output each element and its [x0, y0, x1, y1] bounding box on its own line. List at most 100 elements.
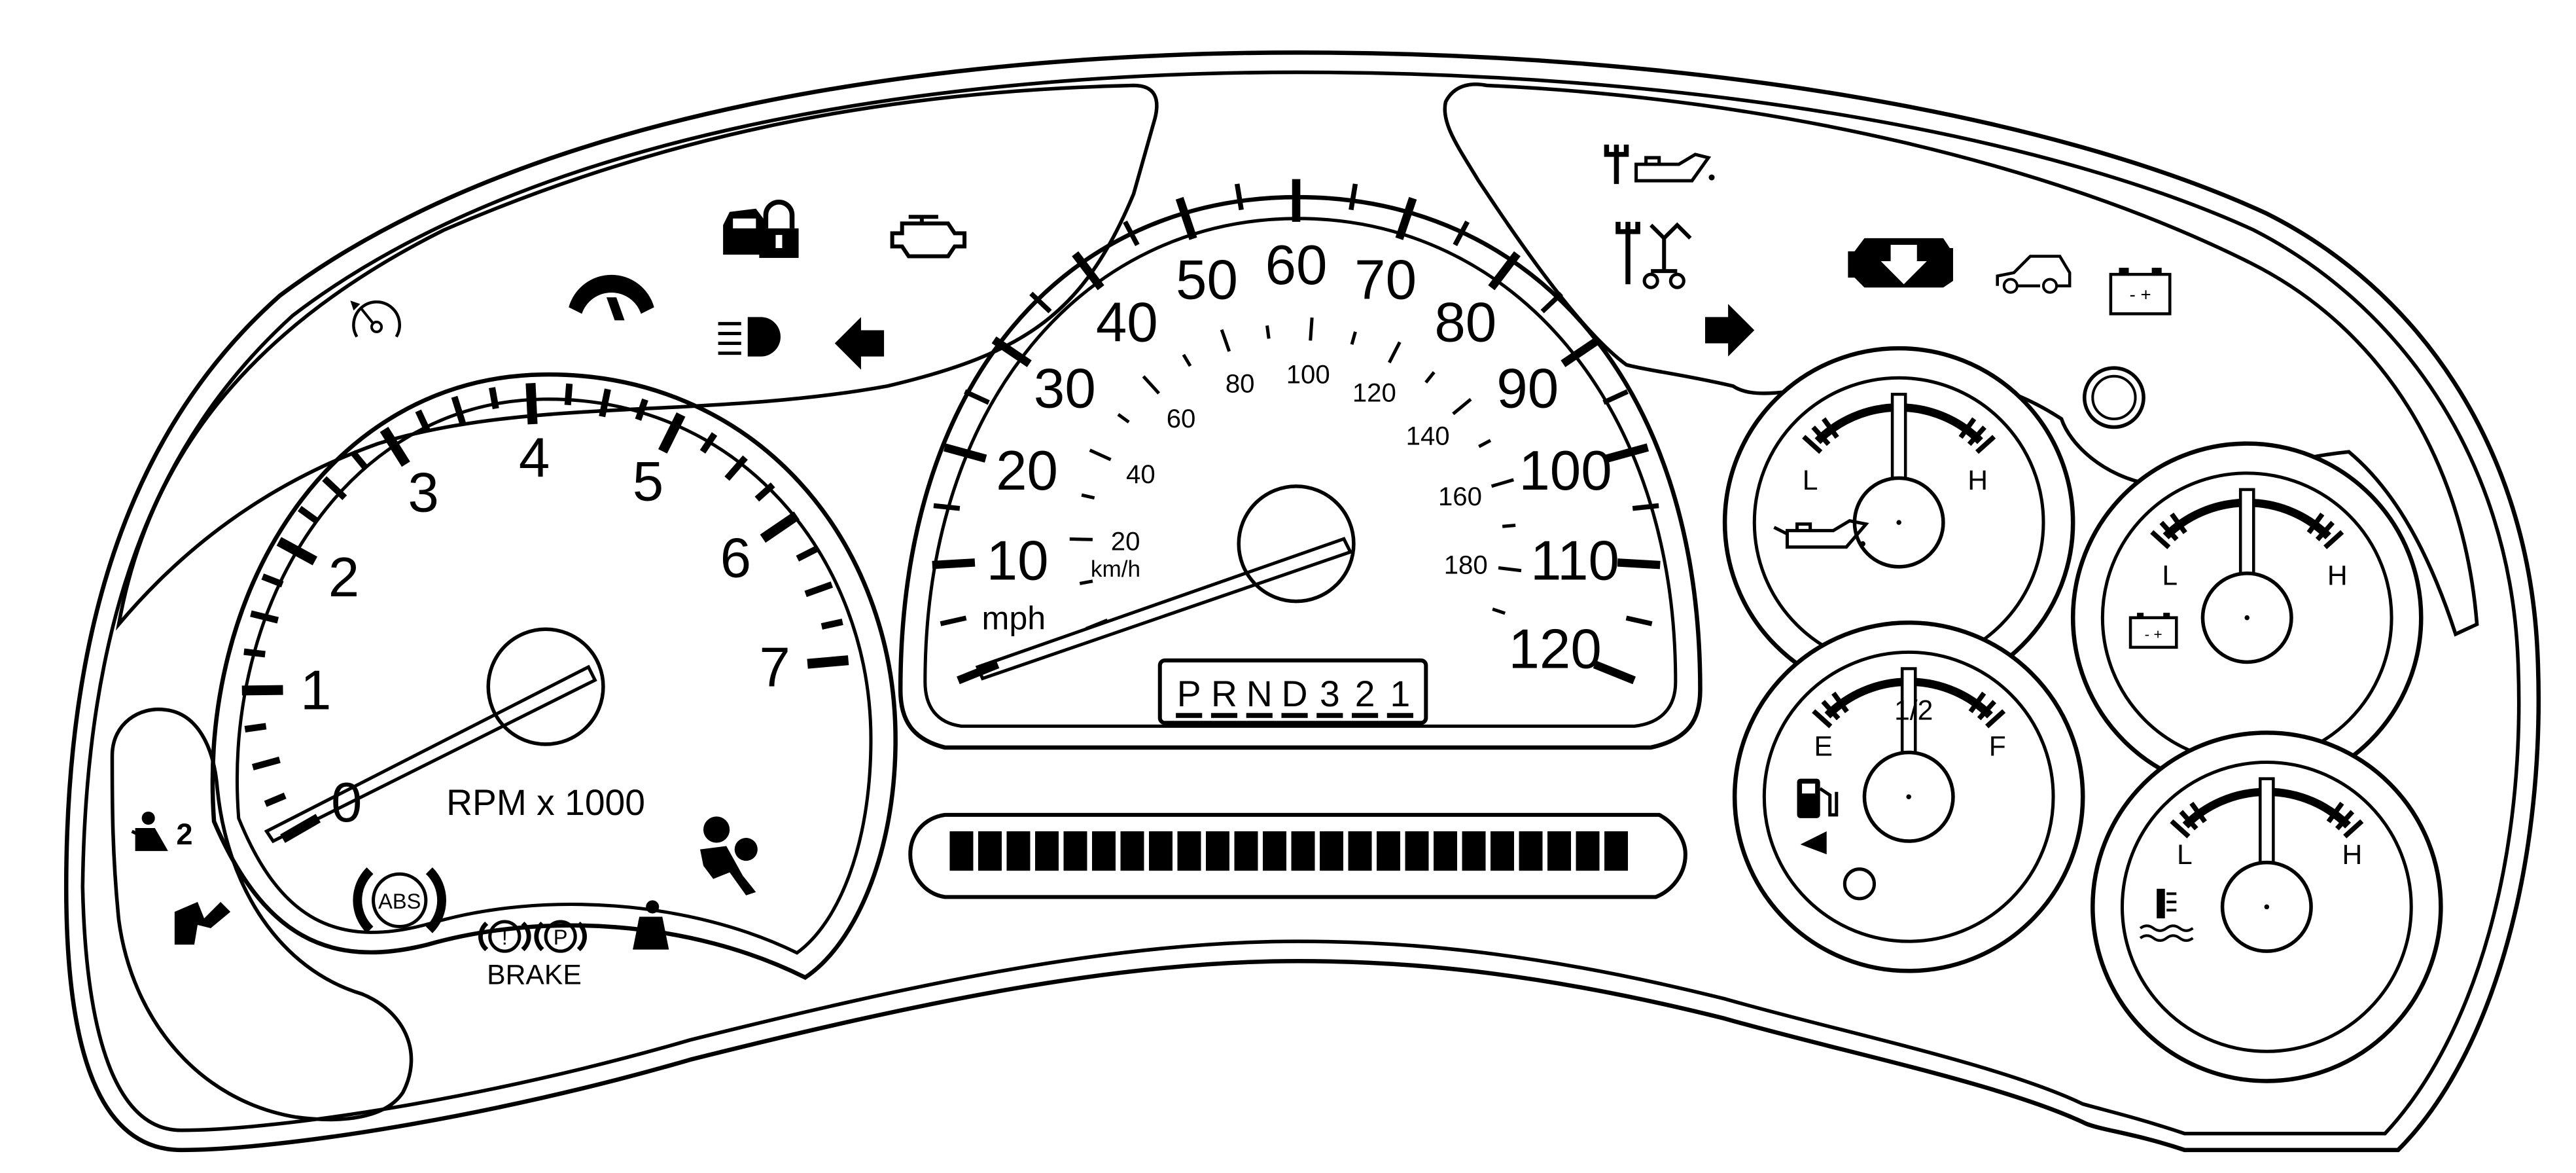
- tach-tick: [635, 398, 648, 421]
- fuel-empty-label: E: [1814, 731, 1832, 763]
- fuel-gauge-zone-tick: [1985, 709, 2006, 729]
- odometer-segment: [1576, 831, 1600, 871]
- voltage-gauge-zone-tick: [2159, 520, 2179, 541]
- fuel-gauge-zone-tick: [1821, 700, 1841, 721]
- kmh-tick: [1117, 413, 1130, 424]
- kmh-tick: [1309, 317, 1314, 341]
- door-ajar-icon: [174, 901, 231, 945]
- tach-tick: [415, 409, 431, 432]
- odometer-segment: [1263, 831, 1286, 871]
- mph-tick: [1593, 660, 1636, 685]
- odometer-segment: [1462, 831, 1486, 871]
- mph-tick: [1625, 615, 1653, 626]
- odometer-segment: [1491, 831, 1515, 871]
- tach-hub: [486, 627, 605, 746]
- tach-tick: [699, 432, 718, 454]
- kmh-tick: [1350, 331, 1357, 345]
- kmh-tick: [1265, 325, 1271, 339]
- temp-gauge-zone-tick: [2179, 810, 2198, 831]
- tach-tick: [244, 723, 267, 732]
- engine-hot-icon: [1848, 238, 1953, 288]
- temp-high-label: H: [2342, 839, 2362, 871]
- cluster-outline: [63, 50, 2541, 1153]
- odometer-segment: [1348, 831, 1372, 871]
- tach-tick: [489, 387, 499, 410]
- tach-tick: [754, 482, 775, 502]
- tach-tick: [760, 511, 800, 543]
- tach-tick: [564, 383, 573, 406]
- oil-gauge: [1722, 346, 2075, 699]
- mph-ticks: [932, 179, 1661, 685]
- tach-tick: [297, 505, 319, 524]
- lower-left-telltale-pod: [110, 707, 414, 1122]
- tach-tick: [322, 476, 347, 501]
- tach-tick: [804, 581, 834, 598]
- kmh-tick: [1182, 353, 1192, 367]
- mph-tick: [1123, 221, 1140, 247]
- tach-tick: [276, 537, 318, 566]
- oil-gauge-zone-tick: [1967, 425, 1986, 446]
- mph-tick: [932, 558, 976, 569]
- mph-tick: [1234, 183, 1244, 211]
- kmh-number: 180: [1444, 550, 1488, 580]
- speedo-hub: [1237, 484, 1356, 604]
- kmh-tick: [1081, 493, 1095, 500]
- gear-underline: [1386, 713, 1413, 718]
- temp-gauge-pivot: [2264, 904, 2270, 910]
- headlamp-icon: [718, 317, 781, 357]
- charging-icon-signs: - +: [2130, 284, 2151, 304]
- tach-tick: [379, 426, 410, 467]
- gear-letter: 3: [1320, 674, 1340, 714]
- trip-reset-icon[interactable]: [2082, 366, 2145, 429]
- gear-letter: N: [1246, 674, 1273, 714]
- service-vehicle-icon: [1615, 221, 1692, 289]
- temp-gauge-zone-tick: [2335, 810, 2355, 831]
- kmh-tick: [1502, 524, 1516, 528]
- coolant-temp-icon: [2139, 888, 2194, 942]
- tach-number: 6: [720, 527, 751, 589]
- temp-gauge-zone-tick: [2343, 819, 2364, 839]
- odometer-segment: [1547, 831, 1572, 871]
- fuel-half-label: 1/2: [1894, 695, 1933, 726]
- odometer-segment: [1377, 831, 1401, 871]
- gear-letter: 2: [1355, 674, 1375, 714]
- kmh-number: 160: [1438, 482, 1482, 511]
- volt-high-label: H: [2327, 560, 2348, 591]
- kmh-tick: [1478, 439, 1492, 448]
- tach-tick: [807, 655, 849, 669]
- oil-gauge-zone-tick: [1822, 417, 1839, 439]
- small-gauges: [1722, 346, 2443, 1083]
- tach-number: 5: [633, 451, 663, 513]
- tach-number: 3: [408, 462, 438, 524]
- trip-reset-button[interactable]: [1843, 867, 1877, 901]
- mph-number: 60: [1265, 234, 1328, 297]
- tach-tick: [796, 546, 819, 562]
- battery-icon: - +: [2128, 613, 2178, 649]
- mph-number: 70: [1354, 249, 1417, 312]
- oil-gauge-zone-tick: [1811, 425, 1831, 446]
- awd-vehicle-icon: [1996, 255, 2072, 294]
- fuel-gauge-zone-tick: [1977, 700, 1996, 721]
- speedo-needle: [975, 537, 1353, 681]
- odometer-frame: [908, 812, 1687, 899]
- mph-tick: [1349, 183, 1358, 211]
- gear-letter: D: [1282, 674, 1308, 714]
- tach-number: 4: [519, 427, 550, 489]
- mph-number: 40: [1096, 292, 1158, 354]
- oil-can-icon: [1773, 518, 1869, 549]
- odometer-segment: [1177, 831, 1201, 871]
- temp-gauge-zone-tick: [2189, 801, 2207, 823]
- odometer-segments: [949, 831, 1629, 871]
- mph-number: 10: [987, 530, 1049, 592]
- passenger-airbag-label: 2: [176, 818, 192, 851]
- temp-gauge-zone-tick: [2326, 801, 2344, 823]
- kmh-tick: [1424, 371, 1436, 384]
- odometer-segment: [1234, 831, 1258, 871]
- mph-number: 80: [1434, 292, 1496, 354]
- voltage-gauge-zone-tick: [2315, 520, 2335, 541]
- fuel-gauge-zone-tick: [1968, 691, 1986, 713]
- kmh-tick: [1498, 566, 1522, 573]
